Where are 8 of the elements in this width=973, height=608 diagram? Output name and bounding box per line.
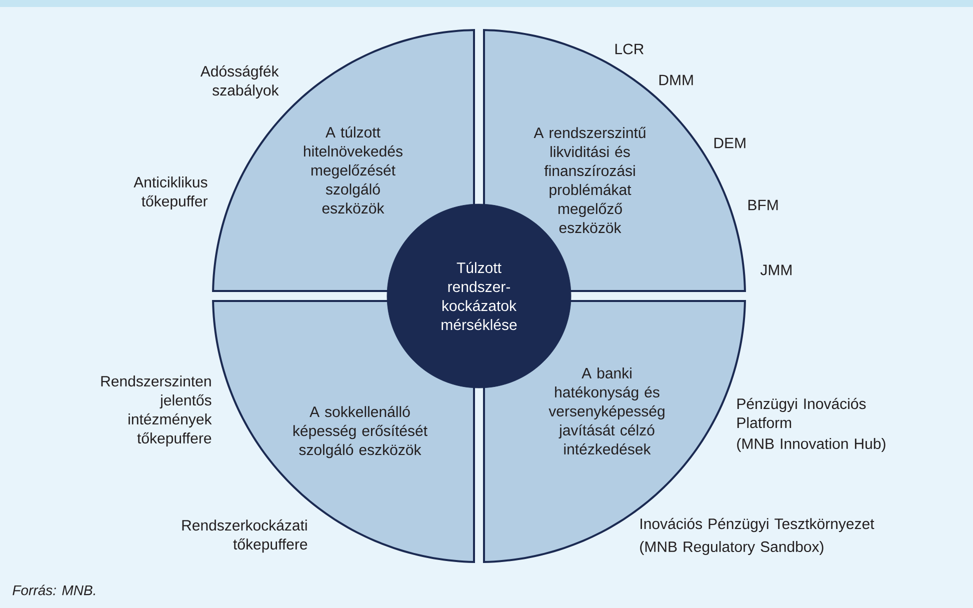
instrument-label: Anticiklikus tőkepuffer [134, 176, 208, 210]
instrument-label: Rendszerszinten jelentős intézmények tőkepuffere [101, 376, 212, 446]
instrument-label: DMM [659, 74, 693, 86]
instrument-label: DEM [714, 138, 746, 148]
source-note: Forrás: MNB. [12, 584, 95, 596]
instrument-label: BFM [748, 200, 778, 210]
instrument-label: JMM [760, 264, 792, 276]
instrument-label: LCR [615, 44, 644, 54]
